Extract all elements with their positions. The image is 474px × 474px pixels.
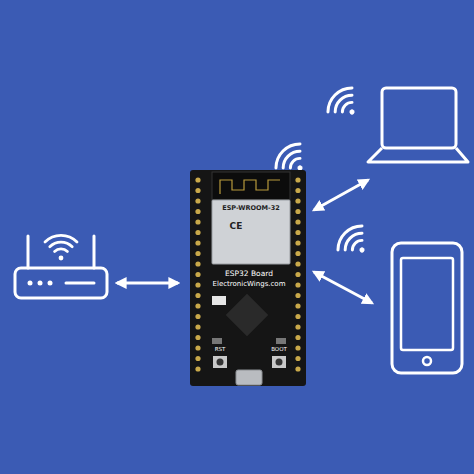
- header-pin: [195, 230, 200, 235]
- header-pin: [195, 293, 200, 298]
- certification-mark: CE: [230, 222, 243, 232]
- header-pin: [295, 303, 300, 308]
- header-pin: [195, 356, 200, 361]
- header-pin: [195, 303, 200, 308]
- header-pin: [295, 251, 300, 256]
- header-pin: [295, 198, 300, 203]
- header-pin: [195, 177, 200, 182]
- header-pin: [195, 282, 200, 287]
- header-pin: [295, 324, 300, 329]
- header-pin: [195, 366, 200, 371]
- header-pin: [295, 188, 300, 193]
- header-pin: [295, 356, 300, 361]
- header-pin: [295, 293, 300, 298]
- header-pin: [195, 209, 200, 214]
- button-label: RST: [215, 346, 226, 352]
- header-pin: [295, 177, 300, 182]
- esp32-board: [190, 170, 306, 386]
- header-pin: [295, 261, 300, 266]
- router-icon: [15, 235, 107, 298]
- board-name: ESP32 Board: [225, 270, 273, 278]
- header-pin: [295, 230, 300, 235]
- header-pin: [295, 366, 300, 371]
- header-pin: [295, 240, 300, 245]
- header-pin: [295, 314, 300, 319]
- header-pin: [295, 335, 300, 340]
- header-pin: [295, 219, 300, 224]
- module-name: ESP-WROOM-32: [222, 205, 280, 212]
- button-label: BOOT: [271, 346, 287, 352]
- header-pin: [195, 272, 200, 277]
- header-pin: [195, 240, 200, 245]
- board-maker: ElectronicWings.com: [213, 281, 286, 289]
- header-pin: [295, 282, 300, 287]
- header-pin: [195, 198, 200, 203]
- header-pin: [195, 324, 200, 329]
- header-pin: [195, 219, 200, 224]
- laptop-icon: [323, 83, 468, 162]
- header-pin: [195, 251, 200, 256]
- header-pin: [195, 345, 200, 350]
- header-pin: [195, 261, 200, 266]
- phone-icon: [333, 221, 462, 373]
- header-pin: [195, 188, 200, 193]
- header-pin: [195, 335, 200, 340]
- header-pin: [295, 272, 300, 277]
- header-pin: [295, 345, 300, 350]
- header-pin: [295, 209, 300, 214]
- header-pin: [195, 314, 200, 319]
